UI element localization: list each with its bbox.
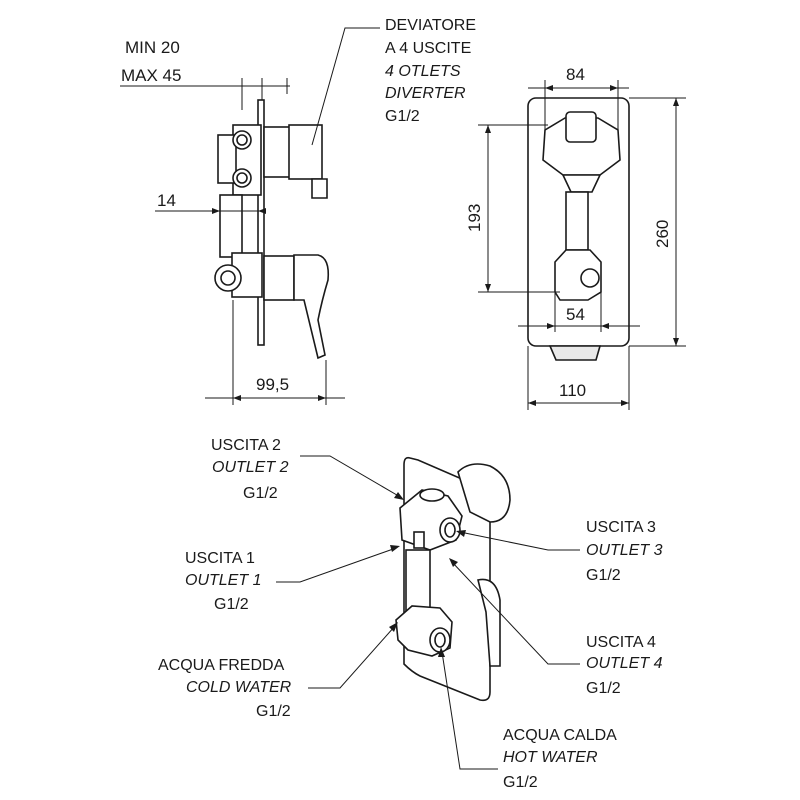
mixer-lever	[293, 254, 330, 360]
outlet3-label-en: OUTLET 3	[586, 542, 663, 559]
dim-260-arrow-top	[673, 98, 679, 106]
outlet4-leader	[451, 561, 580, 665]
dim-84-arrow-right	[610, 85, 618, 91]
dim-54-arrow-left	[547, 323, 555, 329]
callout-cold: ACQUA FREDDA COLD WATER G1/2	[158, 622, 398, 720]
dim-110-text: 110	[559, 381, 586, 400]
cold-label-size: G1/2	[256, 703, 291, 720]
outlet2-leader	[300, 455, 403, 499]
min-label: MIN 20	[125, 38, 180, 57]
outlet3-arrow	[456, 530, 466, 537]
diverter-label-en-2: DIVERTER	[385, 85, 466, 102]
outlet-port-lower-inner	[236, 172, 248, 184]
diverter-label-it-1: DEVIATORE	[385, 17, 476, 34]
outlet2-arrow	[394, 492, 404, 500]
outlet4-label-it: USCITA 4	[586, 634, 656, 651]
outlet2-label-en: OUTLET 2	[212, 459, 289, 476]
callout-outlet1: USCITA 1 OUTLET 1 G1/2	[185, 545, 400, 613]
iso-knob	[457, 463, 511, 523]
dim-193-arrow-bottom	[485, 284, 491, 292]
cold-arrow	[389, 622, 398, 632]
iso-diverter-top	[419, 488, 445, 502]
dim-84-arrow-left	[545, 85, 553, 91]
outlet1-label-en: OUTLET 1	[185, 572, 261, 589]
outlet1-arrow	[390, 545, 400, 552]
dim-14-arrow-right	[258, 208, 266, 214]
front-pipe	[565, 191, 589, 251]
dim-84-text: 84	[566, 65, 585, 84]
max-label: MAX 45	[121, 66, 181, 85]
dim-99-arrow-right	[318, 395, 326, 401]
cold-label-en: COLD WATER	[186, 679, 292, 696]
outlet4-label-size: G1/2	[586, 680, 621, 697]
diverter-knob-base	[263, 126, 291, 178]
outlet3-label-it: USCITA 3	[586, 519, 656, 536]
outlet1-label-it: USCITA 1	[185, 550, 255, 567]
callout-hot: ACQUA CALDA HOT WATER G1/2	[438, 647, 617, 791]
diverter-neck	[561, 174, 602, 193]
iso-lever	[477, 578, 501, 667]
dim-193-text: 193	[465, 204, 484, 232]
dim-99-text: 99,5	[256, 375, 289, 394]
cold-label-it: ACQUA FREDDA	[158, 657, 285, 674]
connecting-pipe	[219, 194, 243, 258]
hot-label-en: HOT WATER	[503, 749, 598, 766]
dim-14-text: 14	[157, 191, 176, 210]
dim-14-arrow-left	[212, 208, 220, 214]
dim-260-text: 260	[653, 220, 672, 248]
inlet-port-inner	[220, 270, 236, 286]
isometric-view	[395, 456, 511, 702]
iso-hot-port-inner	[434, 632, 446, 648]
diverter-knob-tab	[311, 178, 328, 199]
dim-260-arrow-bottom	[673, 338, 679, 346]
front-inlet-port	[580, 268, 600, 288]
outlet4-label-en: OUTLET 4	[586, 655, 663, 672]
diverter-leader	[311, 27, 380, 146]
dim-54-text: 54	[566, 305, 585, 324]
outlet2-label-it: USCITA 2	[211, 437, 281, 454]
hot-label-it: ACQUA CALDA	[503, 727, 617, 744]
front-view: 84 193 260 54 110	[465, 65, 686, 410]
outlet2-label-size: G1/2	[243, 485, 278, 502]
outlet1-leader	[276, 547, 397, 583]
outlet1-label-size: G1/2	[214, 596, 249, 613]
diverter-label-it-2: A 4 USCITE	[385, 40, 471, 57]
outlet4-arrow	[449, 558, 458, 567]
side-view: MIN 20 MAX 45 14	[120, 27, 380, 405]
cold-leader	[308, 625, 396, 689]
mixer-cartridge	[263, 255, 295, 301]
dim-99-arrow-left	[233, 395, 241, 401]
callout-outlet4: USCITA 4 OUTLET 4 G1/2	[449, 558, 663, 697]
diverter-callout: DEVIATORE A 4 USCITE 4 OTLETS DIVERTER G…	[385, 17, 476, 125]
front-lever	[548, 345, 602, 361]
diverter-knob	[288, 124, 323, 180]
diverter-side-block	[217, 134, 237, 184]
diverter-top-port	[565, 111, 597, 143]
diverter-label-size: G1/2	[385, 108, 420, 125]
hot-label-size: G1/2	[503, 774, 538, 791]
outlet3-label-size: G1/2	[586, 567, 621, 584]
dim-54-arrow-right	[601, 323, 609, 329]
hot-arrow	[438, 647, 445, 657]
iso-outlet3-inner	[444, 522, 456, 538]
dim-193-arrow-top	[485, 125, 491, 133]
diverter-label-en-1: 4 OTLETS	[385, 63, 461, 80]
outlet3-leader	[459, 531, 580, 551]
hot-leader	[441, 651, 498, 770]
wall-plate	[257, 99, 265, 346]
dim-110-arrow-right	[621, 400, 629, 406]
dim-110-arrow-left	[528, 400, 536, 406]
outlet-port-upper-inner	[236, 134, 248, 146]
iso-outlet1-port	[413, 531, 425, 549]
callout-outlet3: USCITA 3 OUTLET 3 G1/2	[456, 519, 663, 584]
callout-outlet2: USCITA 2 OUTLET 2 G1/2	[211, 437, 404, 502]
